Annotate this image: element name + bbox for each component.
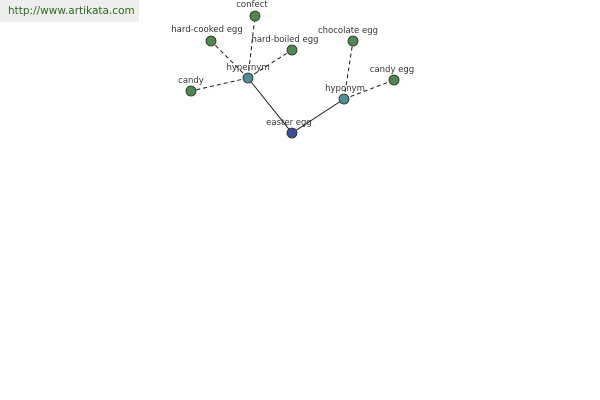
edge-easter-egg-hyponym [291,98,345,134]
node-easter-egg[interactable] [286,127,298,139]
label-confect: confect [236,0,268,10]
node-confect[interactable] [249,10,261,22]
edge-hyponym-candy-egg [343,79,395,100]
node-candy-egg[interactable] [388,74,400,86]
node-hard-boiled-egg[interactable] [286,44,298,56]
node-hyponym[interactable] [338,93,350,105]
node-hard-cooked-egg[interactable] [205,35,217,47]
label-chocolate-egg: chocolate egg [318,26,378,36]
graph-edges [190,15,395,134]
graph-nodes [185,10,400,139]
edge-hypernym-hard-cooked-egg [210,40,249,79]
label-candy-egg: candy egg [370,65,414,75]
label-hard-boiled-egg: hard-boiled egg [251,35,318,45]
label-easter-egg: easter egg [266,118,312,128]
url-banner: http://www.artikata.com [0,0,139,22]
edge-hyponym-chocolate-egg [343,40,354,100]
node-chocolate-egg[interactable] [347,35,359,47]
edge-hypernym-candy [190,77,249,92]
label-hard-cooked-egg: hard-cooked egg [171,25,242,35]
graph-labels: easter egg hypernym hyponym confect hard… [171,0,414,128]
label-hyponym: hyponym [325,84,365,94]
edge-easter-egg-hypernym [247,77,293,134]
edge-hypernym-confect [247,15,256,79]
label-candy: candy [178,76,204,86]
edge-hypernym-hard-boiled-egg [247,49,293,79]
node-hypernym[interactable] [242,72,254,84]
label-hypernym: hypernym [226,63,269,73]
node-candy[interactable] [185,85,197,97]
site-url-link[interactable]: http://www.artikata.com [8,5,135,17]
